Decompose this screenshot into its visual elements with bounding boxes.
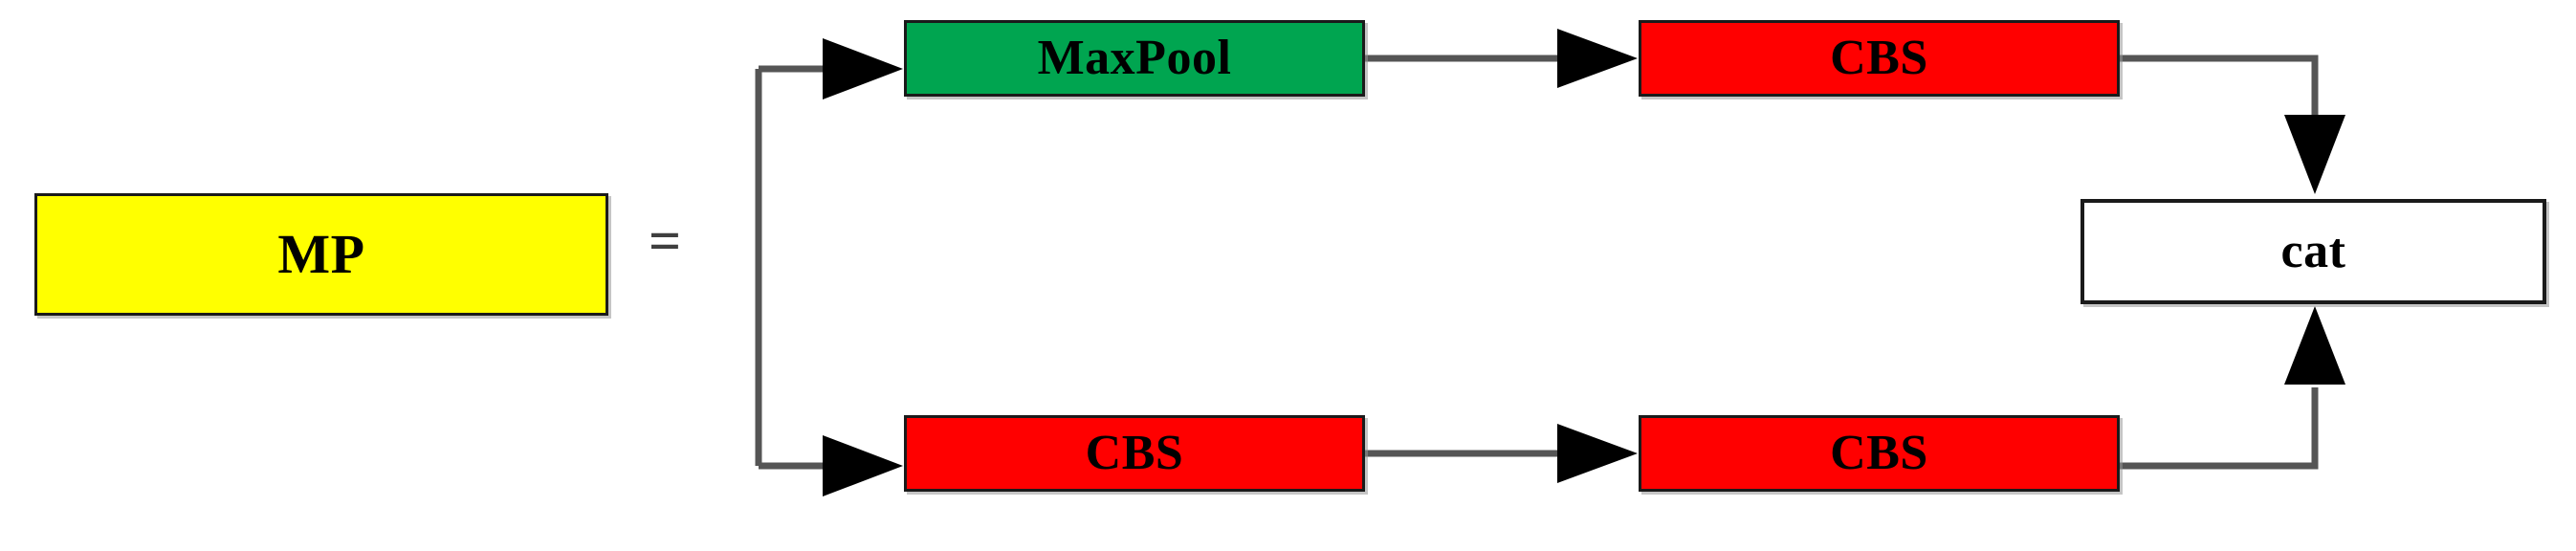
node-maxpool-label: MaxPool <box>1037 31 1232 85</box>
node-cbs-bottom-right-label: CBS <box>1830 426 1928 480</box>
arrowhead-into-cat-bottom <box>2284 306 2345 385</box>
node-mp-label: MP <box>277 223 365 285</box>
node-cat-label: cat <box>2280 224 2346 278</box>
node-cbs-bottom-left[interactable]: CBS <box>904 415 1365 492</box>
node-cat[interactable]: cat <box>2081 199 2546 304</box>
node-cbs-bottom-left-label: CBS <box>1085 426 1184 480</box>
node-cbs-top-right[interactable]: CBS <box>1639 20 2120 97</box>
cbs-bottom-right-to-cat-line <box>2120 387 2319 470</box>
node-maxpool[interactable]: MaxPool <box>904 20 1365 97</box>
arrowhead-into-cbs-bottom-right <box>1557 424 1638 483</box>
arrowhead-into-cbs-top-right <box>1557 29 1638 88</box>
node-mp[interactable]: MP <box>34 193 608 316</box>
arrowhead-into-cat-top <box>2284 115 2345 194</box>
arrowhead-into-cbs-bottom-left <box>823 435 903 496</box>
equals-sign: = <box>649 209 682 273</box>
node-cbs-top-right-label: CBS <box>1830 31 1928 85</box>
arrowhead-into-maxpool <box>823 38 903 99</box>
node-cbs-bottom-right[interactable]: CBS <box>1639 415 2120 492</box>
cbs-top-right-to-cat-line <box>2120 55 2319 129</box>
